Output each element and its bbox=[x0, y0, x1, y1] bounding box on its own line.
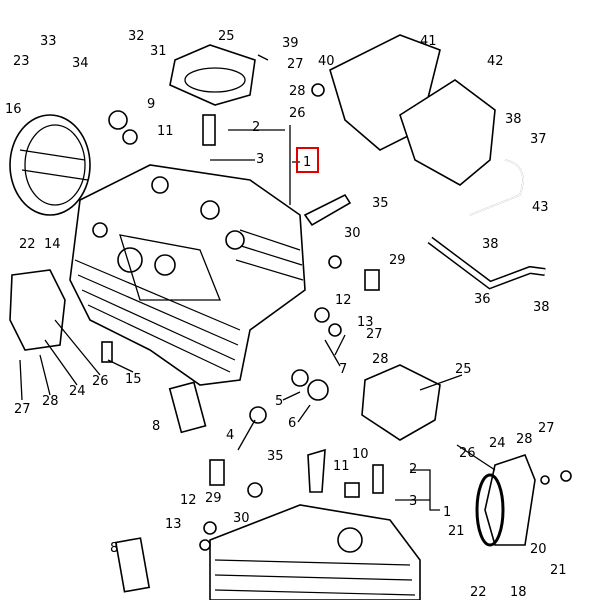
side-cover-24-right bbox=[484, 454, 536, 546]
label-25[interactable]: 25 bbox=[218, 29, 235, 44]
cap-25-top bbox=[169, 44, 256, 106]
label-27[interactable]: 27 bbox=[14, 402, 31, 417]
part-labels: 33 32 31 34 23 16 9 11 25 39 27 40 41 42… bbox=[5, 29, 567, 600]
label-40[interactable]: 40 bbox=[318, 54, 335, 69]
label-3[interactable]: 3 bbox=[409, 494, 417, 509]
label-41[interactable]: 41 bbox=[420, 34, 437, 49]
cylinder-head-upper bbox=[69, 164, 306, 386]
spark-plug-35-upper bbox=[303, 193, 352, 227]
label-22[interactable]: 22 bbox=[470, 585, 487, 600]
label-10[interactable]: 10 bbox=[352, 447, 369, 462]
label-13[interactable]: 13 bbox=[357, 315, 374, 330]
label-29[interactable]: 29 bbox=[205, 491, 222, 506]
label-26[interactable]: 26 bbox=[289, 106, 306, 121]
label-22[interactable]: 22 bbox=[19, 237, 36, 252]
label-13[interactable]: 13 bbox=[165, 517, 182, 532]
label-24[interactable]: 24 bbox=[489, 436, 506, 451]
label-37[interactable]: 37 bbox=[530, 132, 547, 147]
label-8[interactable]: 8 bbox=[110, 541, 118, 556]
label-2[interactable]: 2 bbox=[409, 462, 417, 477]
label-31[interactable]: 31 bbox=[150, 44, 167, 59]
label-38[interactable]: 38 bbox=[482, 237, 499, 252]
label-25[interactable]: 25 bbox=[455, 362, 472, 377]
label-2[interactable]: 2 bbox=[252, 120, 260, 135]
label-3[interactable]: 3 bbox=[256, 152, 264, 167]
label-38[interactable]: 38 bbox=[533, 300, 550, 315]
highlight-box-part-1 bbox=[296, 147, 319, 173]
label-27[interactable]: 27 bbox=[538, 421, 555, 436]
label-21[interactable]: 21 bbox=[448, 524, 465, 539]
breather-cover-42 bbox=[399, 79, 496, 186]
label-36[interactable]: 36 bbox=[474, 292, 491, 307]
label-28[interactable]: 28 bbox=[42, 394, 59, 409]
label-39[interactable]: 39 bbox=[282, 36, 299, 51]
label-8[interactable]: 8 bbox=[152, 419, 160, 434]
spring-8-lower bbox=[114, 537, 151, 593]
label-21[interactable]: 21 bbox=[550, 563, 567, 578]
cap-25-right bbox=[361, 364, 441, 441]
label-20[interactable]: 20 bbox=[530, 542, 547, 557]
valve-guide-2-lower bbox=[372, 464, 384, 494]
label-11[interactable]: 11 bbox=[157, 124, 174, 139]
label-16[interactable]: 16 bbox=[5, 102, 22, 117]
label-28[interactable]: 28 bbox=[372, 352, 389, 367]
label-12[interactable]: 12 bbox=[180, 493, 197, 508]
label-14[interactable]: 14 bbox=[44, 237, 61, 252]
label-28[interactable]: 28 bbox=[516, 432, 533, 447]
label-6[interactable]: 6 bbox=[288, 416, 296, 431]
label-27[interactable]: 27 bbox=[287, 57, 304, 72]
label-18[interactable]: 18 bbox=[510, 585, 527, 600]
label-23[interactable]: 23 bbox=[13, 54, 30, 69]
spark-plug-35-lower bbox=[307, 448, 326, 493]
label-7[interactable]: 7 bbox=[339, 362, 347, 377]
label-1-highlighted[interactable]: 1 bbox=[303, 155, 311, 170]
valve-guide-2 bbox=[202, 114, 216, 146]
label-27[interactable]: 27 bbox=[366, 327, 383, 342]
label-15[interactable]: 15 bbox=[125, 372, 142, 387]
label-30[interactable]: 30 bbox=[233, 511, 250, 526]
label-4[interactable]: 4 bbox=[226, 428, 234, 443]
label-35[interactable]: 35 bbox=[372, 196, 389, 211]
label-12[interactable]: 12 bbox=[335, 293, 352, 308]
gasket-26 bbox=[475, 473, 505, 547]
label-33[interactable]: 33 bbox=[40, 34, 57, 49]
label-32[interactable]: 32 bbox=[128, 29, 145, 44]
label-5[interactable]: 5 bbox=[275, 394, 283, 409]
label-38[interactable]: 38 bbox=[505, 112, 522, 127]
label-42[interactable]: 42 bbox=[487, 54, 504, 69]
label-30[interactable]: 30 bbox=[344, 226, 361, 241]
cylinder-head-lower bbox=[209, 504, 421, 600]
label-35[interactable]: 35 bbox=[267, 449, 284, 464]
label-43[interactable]: 43 bbox=[532, 200, 549, 215]
label-11[interactable]: 11 bbox=[333, 459, 350, 474]
cover-16 bbox=[9, 114, 91, 216]
label-26[interactable]: 26 bbox=[92, 374, 109, 389]
label-26[interactable]: 26 bbox=[459, 446, 476, 461]
label-28[interactable]: 28 bbox=[289, 84, 306, 99]
spring-8-upper bbox=[168, 381, 207, 434]
label-9[interactable]: 9 bbox=[147, 97, 155, 112]
label-29[interactable]: 29 bbox=[389, 253, 406, 268]
side-cover-24-left bbox=[9, 269, 66, 351]
label-1[interactable]: 1 bbox=[443, 505, 451, 520]
small-parts bbox=[101, 83, 572, 551]
label-34[interactable]: 34 bbox=[72, 56, 89, 71]
label-24[interactable]: 24 bbox=[69, 384, 86, 399]
